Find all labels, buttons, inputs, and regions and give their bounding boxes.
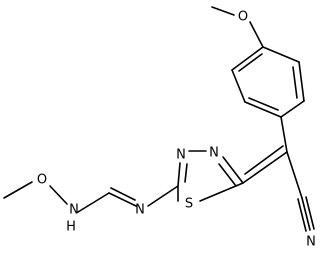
atom-n-ring-1: N (176, 148, 186, 163)
bond-nh-o (49, 185, 68, 205)
bond-vinyl-double-a (242, 151, 288, 184)
atom-n-nitrile: N (306, 235, 316, 250)
bond-benzene-1 (262, 46, 300, 63)
bond-imine-double-a (108, 192, 137, 207)
bond-benzene-4-inner (248, 97, 279, 111)
bond-benzene-3 (280, 100, 305, 118)
bond-methyl-o-top (211, 6, 235, 16)
bond-nitrile-triple-a (301, 197, 311, 231)
bond-ring-n-c5-inner (218, 163, 237, 187)
bond-nitrile-triple-b (297, 198, 307, 232)
atom-n-amine: N (69, 203, 79, 218)
bond-o-top-benzene (249, 21, 264, 48)
atom-n-imine: N (135, 203, 145, 218)
atom-s-ring: S (185, 197, 193, 212)
bond-benzene-6-inner (238, 53, 263, 72)
bond-nitrile-triple-c (305, 196, 315, 230)
bond-c2-imine-n (147, 185, 179, 207)
bond-c-nitrile-carbon (286, 151, 303, 199)
bond-imine-double-b (110, 187, 136, 201)
bond-benzene-6 (231, 46, 264, 71)
atom-n-ring-2: N (209, 146, 219, 161)
atom-o-methoxy-left: O (37, 173, 47, 188)
bond-benzene-vinyl (280, 116, 288, 153)
bond-o-methyl-left (3, 181, 33, 199)
bond-benzene-5 (231, 69, 246, 103)
bond-ring-c2-n (177, 162, 181, 187)
bond-benzene-4 (244, 101, 282, 118)
atom-o-top: O (238, 10, 248, 25)
bond-ring-c2-n-inner (184, 163, 188, 183)
bond-ch-nh (77, 192, 110, 213)
bond-vinyl-double-b (244, 145, 284, 175)
bond-benzene-2-inner (292, 66, 298, 99)
bond-benzene-2 (298, 61, 305, 102)
bond-ring-n-c5 (222, 156, 244, 184)
atom-h-amine: H (66, 220, 76, 235)
